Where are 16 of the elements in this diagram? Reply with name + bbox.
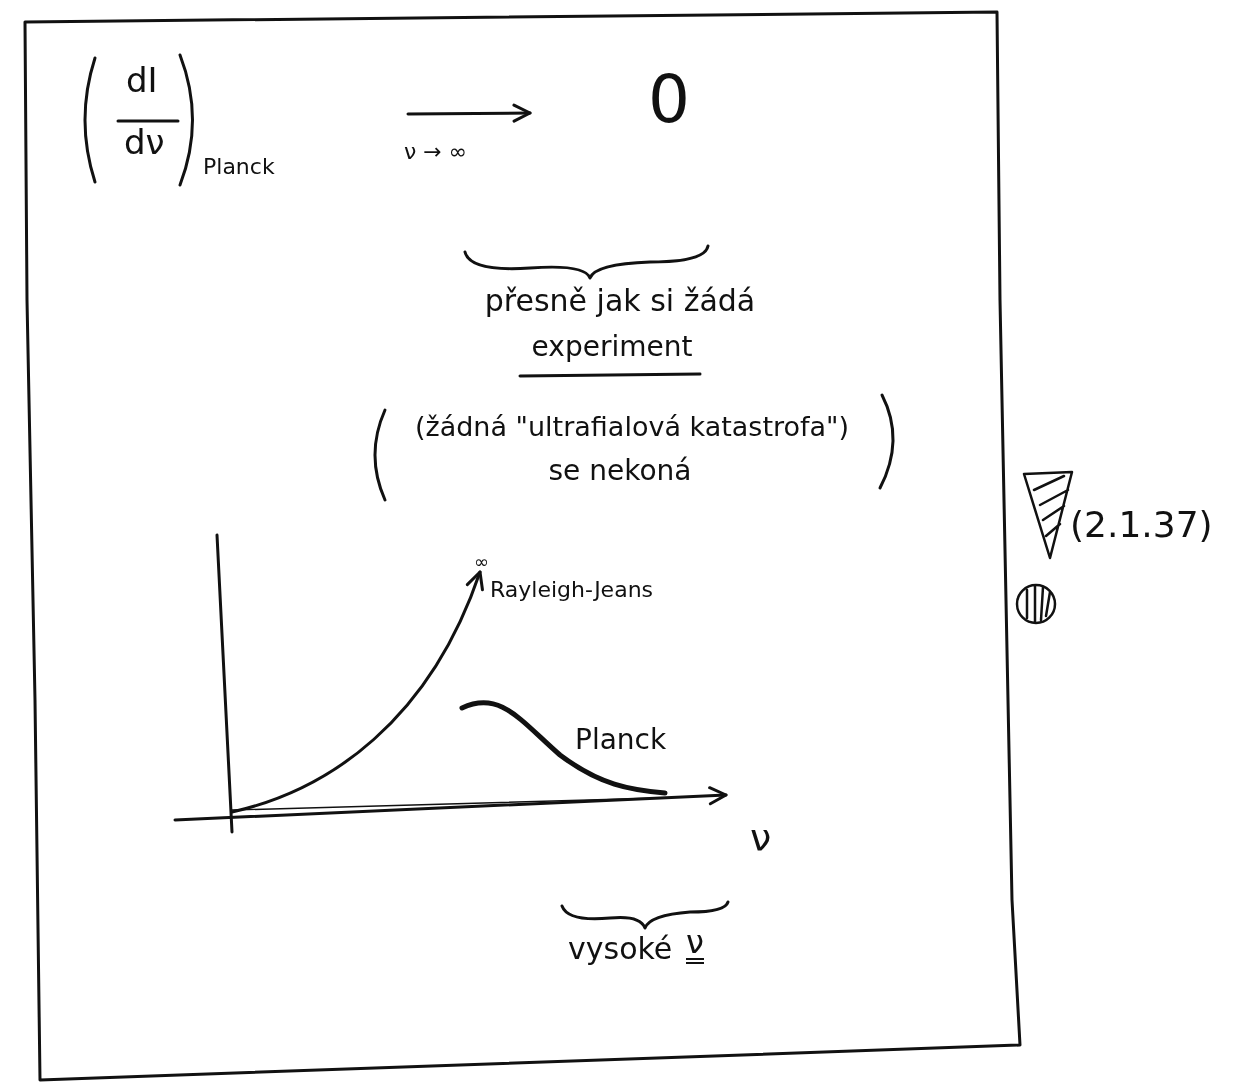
formula-numerator: dI <box>126 62 158 100</box>
annotation-text: vysoké <box>568 932 673 965</box>
axis-label: ν <box>750 818 772 860</box>
formula-denominator: dν <box>124 124 165 162</box>
annotation-text: se nekoná <box>548 456 692 487</box>
curve-label: ∞ <box>474 552 489 572</box>
annotation-text: ν <box>686 926 704 964</box>
annotation-text: přesně jak si žádá <box>484 284 756 317</box>
limit-value: 0 <box>648 64 690 137</box>
curve-label: Planck <box>575 725 667 756</box>
annotation-text: (žádná "ultrafialová katastrofa") <box>414 412 850 442</box>
subscript-label: Planck <box>203 155 275 180</box>
equation-number: (2.1.37) <box>1070 505 1213 545</box>
annotation-text: experiment <box>531 332 693 363</box>
limit-label: ν → ∞ <box>404 140 468 165</box>
curve-label: Rayleigh-Jeans <box>490 578 654 603</box>
